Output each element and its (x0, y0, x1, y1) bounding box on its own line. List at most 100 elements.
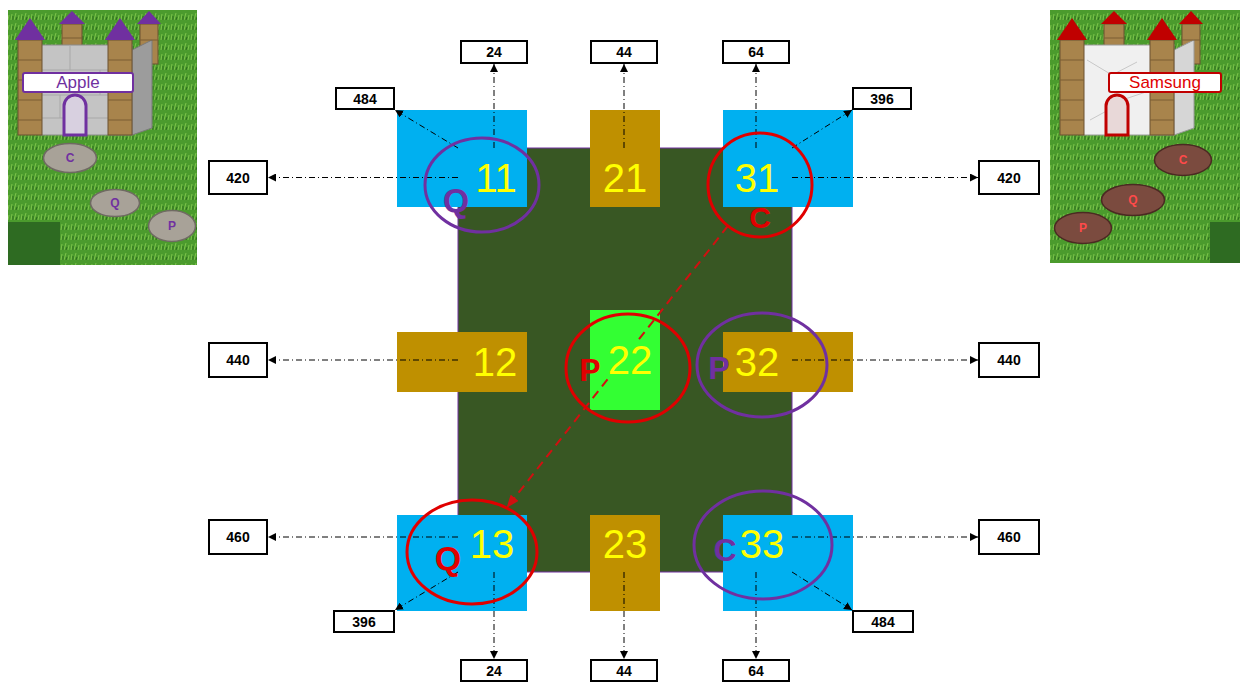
score-arrow (268, 360, 458, 361)
score-box: 460 (208, 519, 268, 555)
piece-ring: C (705, 130, 815, 240)
piece-letter: P (579, 354, 600, 386)
score-number: 24 (486, 664, 502, 678)
tower-roof (1057, 18, 1087, 40)
score-number: 484 (353, 92, 376, 106)
score-box: 484 (852, 610, 914, 633)
score-arrow (792, 110, 852, 148)
samsung-castle-panel (1050, 10, 1240, 263)
cell-number: 22 (608, 340, 653, 380)
tower-roof (1147, 18, 1177, 40)
edge-tab (590, 515, 660, 611)
score-number: 24 (486, 45, 502, 59)
score-box: 396 (333, 610, 395, 633)
move-arrow (507, 226, 728, 508)
piece-letter: P (1079, 222, 1087, 234)
score-arrow (494, 64, 495, 148)
ring-outline (691, 488, 835, 602)
piece-letter: C (713, 534, 736, 566)
piece-letter: C (66, 152, 75, 164)
board (397, 110, 853, 611)
score-box: 420 (978, 160, 1040, 195)
cell-number: 13 (470, 524, 515, 564)
cell-number: 33 (740, 524, 785, 564)
castle-name-label: Samsung (1108, 72, 1222, 93)
piece-letter: Q (1128, 194, 1137, 206)
tower-roof (15, 18, 45, 40)
piece-ring: Q (404, 497, 540, 607)
score-arrow (494, 572, 495, 659)
score-number: 64 (748, 45, 764, 59)
edge-tab (590, 110, 660, 207)
apple-castle-panel (8, 10, 197, 265)
score-number: 396 (870, 92, 893, 106)
piece-letter: C (749, 203, 771, 233)
stone-ellipse (149, 211, 196, 242)
board-cell: 12 (458, 332, 527, 392)
stepping-stone: C (1153, 143, 1213, 177)
stepping-stone: P (147, 209, 197, 243)
ring-ellipse (425, 138, 539, 232)
score-box: 396 (852, 87, 912, 110)
score-arrow (268, 177, 458, 178)
score-box: 460 (978, 519, 1040, 555)
score-box: 24 (460, 40, 528, 64)
piece-ring: P (563, 311, 693, 425)
ring-ellipse (708, 133, 812, 237)
piece-letter: Q (435, 541, 461, 575)
board-cell: 32 (723, 332, 792, 392)
tower-roof (105, 18, 135, 40)
corner-square (723, 110, 853, 207)
castle-name: Samsung (1129, 74, 1201, 91)
cell-number: 31 (735, 158, 780, 198)
piece-letter: C (1179, 154, 1188, 166)
score-arrow (395, 110, 458, 148)
dark-grass-patch (1210, 222, 1240, 263)
score-box: 484 (335, 87, 395, 110)
brick-lines (18, 38, 158, 120)
score-number: 460 (997, 530, 1020, 544)
cell-number: 23 (603, 524, 648, 564)
score-number: 64 (748, 664, 764, 678)
ring-outline (404, 497, 540, 607)
cell-number: 32 (735, 342, 780, 382)
stone-ellipse (1155, 145, 1212, 176)
stone-ellipse (44, 144, 97, 173)
score-number: 44 (616, 45, 632, 59)
score-arrow (792, 360, 978, 361)
score-arrow (756, 572, 757, 659)
stepping-stone: Q (89, 188, 141, 218)
stone-ellipse (1102, 185, 1165, 216)
stone-ellipse (91, 190, 140, 217)
ring-ellipse (566, 314, 690, 422)
score-number: 420 (226, 171, 249, 185)
tower-roof (137, 11, 161, 24)
edge-tab (397, 332, 527, 392)
score-number: 420 (997, 171, 1020, 185)
score-arrow (792, 177, 978, 178)
board-cell: 31 (723, 148, 792, 207)
score-box: 440 (978, 342, 1040, 378)
score-number: 460 (226, 530, 249, 544)
piece-ring: Q (422, 135, 542, 235)
piece-ring: C (691, 488, 835, 602)
ring-ellipse (694, 491, 832, 599)
stone-ellipse (1055, 213, 1112, 244)
ring-ellipse (697, 313, 827, 417)
grass-ground (1050, 10, 1240, 263)
score-arrow (624, 572, 625, 659)
tower-roof (1101, 11, 1127, 24)
ring-outline (422, 135, 542, 235)
dark-grass-patch (8, 222, 60, 265)
cell-number: 12 (473, 342, 518, 382)
score-arrow (268, 537, 458, 538)
score-box: 44 (590, 659, 658, 682)
cell-number: 21 (603, 158, 648, 198)
board-cell: 21 (590, 148, 660, 207)
score-box: 64 (722, 659, 790, 682)
score-arrow (624, 64, 625, 148)
tower-roof (1179, 11, 1203, 24)
stepping-stone: P (1053, 211, 1113, 245)
score-number: 44 (616, 664, 632, 678)
